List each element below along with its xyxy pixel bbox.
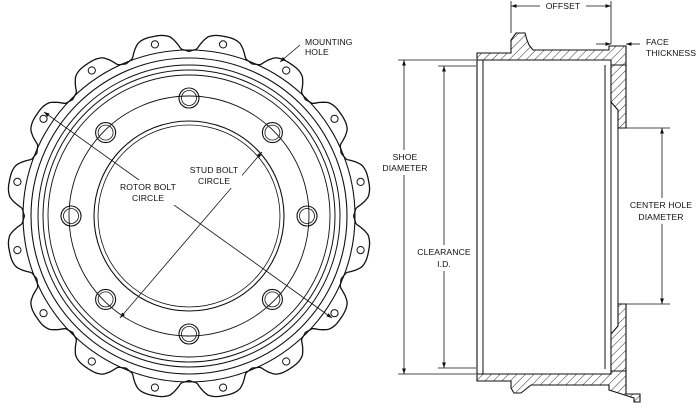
shoe-circle (42, 69, 336, 363)
mounting-hole (13, 246, 22, 255)
label-rotor-bolt-circle: ROTOR BOLT CIRCLE (118, 180, 178, 205)
drum-rim-circle (22, 49, 356, 383)
mounting-hole (219, 383, 228, 392)
drum-outer-profile (7, 34, 371, 398)
svg-text:SHOE: SHOE (393, 152, 418, 162)
label-stud-bolt-circle: STUD BOLT CIRCLE (186, 164, 242, 188)
stud-hole (95, 288, 117, 310)
mounting-hole (87, 66, 96, 75)
mounting-hole (150, 383, 159, 392)
mounting-hole (330, 309, 339, 318)
svg-text:DIAMETER: DIAMETER (638, 212, 683, 222)
mounting-hole (39, 309, 48, 318)
mounting-hole (356, 246, 365, 255)
mounting-hole (150, 40, 159, 49)
mounting-hole (39, 114, 48, 123)
svg-text:I.D.: I.D. (437, 259, 451, 269)
label-offset: OFFSET (540, 0, 586, 11)
svg-text:CLEARANCE: CLEARANCE (417, 247, 471, 257)
stud-hole (178, 87, 200, 109)
mounting-hole (219, 40, 228, 49)
mounting-hole (13, 177, 22, 186)
label-face-thickness: FACE THICKNESS (646, 37, 696, 58)
mounting-hole (330, 114, 339, 123)
svg-text:THICKNESS: THICKNESS (646, 48, 696, 58)
label-mounting-hole: MOUNTING HOLE (302, 36, 368, 58)
svg-text:STUD BOLT: STUD BOLT (190, 165, 239, 175)
stud-hole (60, 205, 82, 227)
rotor-bolt-circle-line (43, 111, 333, 319)
svg-text:FACE: FACE (646, 37, 669, 47)
mounting-hole (282, 357, 291, 366)
section-face-upper (610, 64, 627, 129)
label-center-hole-diameter: CENTER HOLE DIAMETER (624, 198, 698, 224)
drum-section-view (476, 32, 641, 403)
drum-rim-inner-circle (30, 57, 348, 375)
stud-hole (261, 288, 283, 310)
label-shoe-diameter: SHOE DIAMETER (381, 150, 429, 175)
section-bottom-wall (476, 370, 641, 403)
svg-text:ROTOR BOLT: ROTOR BOLT (120, 182, 177, 192)
svg-text:MOUNTING: MOUNTING (305, 37, 353, 47)
svg-text:CIRCLE: CIRCLE (198, 176, 230, 186)
mounting-hole (282, 66, 291, 75)
svg-text:HOLE: HOLE (305, 47, 329, 57)
svg-text:DIAMETER: DIAMETER (382, 163, 427, 173)
stud-hole (95, 122, 117, 144)
svg-text:CENTER HOLE: CENTER HOLE (630, 200, 692, 210)
stud-hole (261, 122, 283, 144)
mounting-hole (87, 357, 96, 366)
svg-text:CIRCLE: CIRCLE (132, 193, 164, 203)
section-face-lower (610, 303, 627, 372)
svg-text:OFFSET: OFFSET (546, 1, 581, 11)
mounting-hole (356, 177, 365, 186)
stud-hole (178, 323, 200, 345)
drum-inner-edge (37, 64, 341, 368)
label-clearance-id: CLEARANCE I.D. (412, 245, 476, 271)
mounting-hole-leader (279, 44, 301, 63)
stud-hole (296, 205, 318, 227)
drum-front-view (7, 34, 371, 398)
